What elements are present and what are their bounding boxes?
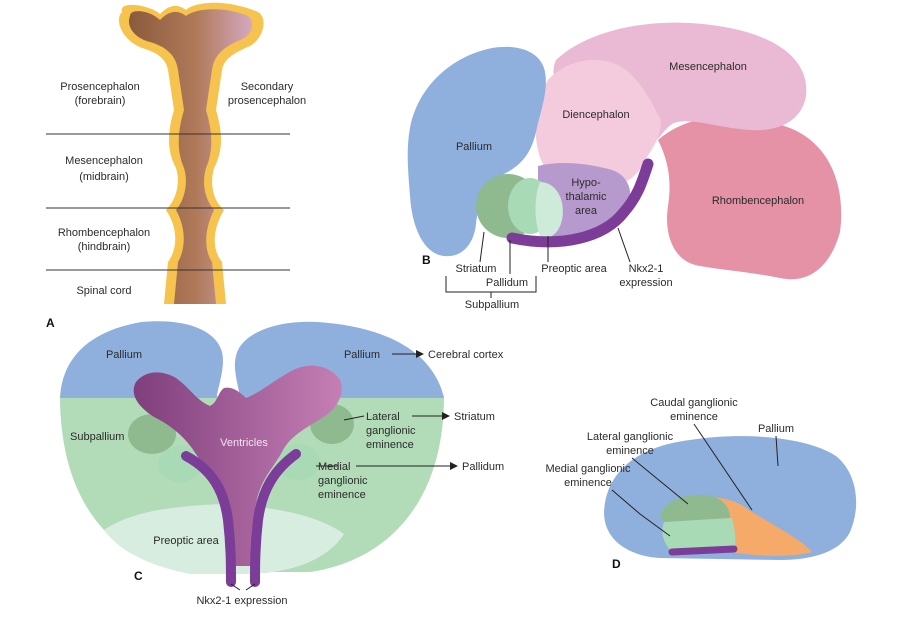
neural-tube-lumen: [128, 9, 253, 304]
label-forebrain: (forebrain): [75, 95, 126, 107]
arrow-cortex-head: [416, 350, 424, 358]
diencephalon-region: [535, 59, 661, 185]
label-rhombencephalon-b: Rhombencephalon: [712, 195, 804, 207]
label-striatum-b: Striatum: [456, 263, 497, 275]
label-caudal-ge-1: Caudal ganglionic: [650, 397, 738, 409]
label-pallium-c-right: Pallium: [344, 349, 380, 361]
nkx2-1-expression-b: [506, 158, 654, 248]
nkx2-1-expression-d: [668, 545, 738, 556]
panel-d: Caudal ganglionic eminence Lateral gangl…: [546, 397, 857, 571]
leader-nkx-b: [617, 227, 631, 263]
label-pallium-d: Pallium: [758, 423, 794, 435]
leader-pallium-d: [775, 435, 779, 467]
label-preoptic-c: Preoptic area: [153, 535, 219, 547]
label-nkx-b-2: expression: [619, 277, 672, 289]
label-hypo: Hypo-: [571, 177, 601, 189]
label-lateral-ge-3: eminence: [366, 439, 414, 451]
panel-label-d: D: [612, 557, 621, 571]
label-secondary: Secondary: [241, 81, 294, 93]
panel-label-a: A: [46, 316, 55, 330]
label-rhombencephalon-a: Rhombencephalon: [58, 227, 150, 239]
panel-c: Pallium Pallium Cerebral cortex Subpalli…: [60, 321, 504, 607]
label-striatum-c: Striatum: [454, 411, 495, 423]
panel-label-b: B: [422, 253, 431, 267]
arrow-pallidum-head: [450, 462, 458, 470]
label-preoptic-b: Preoptic area: [541, 263, 607, 275]
label-medial-ge-1: Medial: [318, 461, 350, 473]
label-medial-ge-d-2: eminence: [564, 477, 612, 489]
panel-label-c: C: [134, 569, 143, 583]
label-pallium-c-left: Pallium: [106, 349, 142, 361]
label-midbrain: (midbrain): [79, 171, 129, 183]
label-medial-ge-d-1: Medial ganglionic: [546, 463, 631, 475]
lateral-ganglionic-eminence-d: [660, 494, 730, 522]
label-spinal-cord: Spinal cord: [76, 285, 131, 297]
label-medial-ge-3: eminence: [318, 489, 366, 501]
label-nkx-b-1: Nkx2-1: [629, 263, 664, 275]
leader-striatum: [479, 231, 485, 263]
label-lateral-ge-d-1: Lateral ganglionic: [587, 431, 674, 443]
label-medial-ge-2: ganglionic: [318, 475, 368, 487]
label-cerebral-cortex: Cerebral cortex: [428, 349, 504, 361]
label-nkx-c: Nkx2-1 expression: [196, 595, 287, 607]
label-pallium-b: Pallium: [456, 141, 492, 153]
panel-a: Prosencephalon (forebrain) Secondary pro…: [46, 2, 306, 330]
label-lateral-ge-1: Lateral: [366, 411, 400, 423]
label-mesencephalon-b: Mesencephalon: [669, 61, 747, 73]
label-area: area: [575, 205, 598, 217]
label-pallidum-c: Pallidum: [462, 461, 504, 473]
label-thalamic: thalamic: [566, 191, 607, 203]
medial-ganglionic-eminence-d: [662, 518, 736, 552]
pallium-region: [407, 46, 546, 257]
label-prosencephalon: Prosencephalon: [60, 81, 140, 93]
leader-medial-ge-d: [611, 489, 671, 537]
label-pallidum-b: Pallidum: [486, 277, 528, 289]
leader-nkx-c-left: [230, 583, 241, 591]
label-subpallium-c: Subpallium: [70, 431, 124, 443]
label-ventricles: Ventricles: [220, 437, 268, 449]
leader-nkx-c-right: [245, 583, 256, 591]
leader-caudal-ge: [693, 423, 753, 511]
medial-ganglionic-eminence-right: [276, 444, 320, 480]
label-secondary-prosencephalon: prosencephalon: [228, 95, 306, 107]
preoptic-region-c: [104, 504, 344, 574]
rhombencephalon-region: [658, 116, 842, 280]
ventricles: [133, 365, 342, 566]
lateral-ganglionic-eminence-left: [128, 414, 176, 454]
panel-b: Pallium Diencephalon Mesencephalon Rhomb…: [407, 22, 842, 311]
label-subpallium-b: Subpallium: [465, 299, 519, 311]
nkx2-1-expression-c: [181, 449, 301, 587]
label-lateral-ge-d-2: eminence: [606, 445, 654, 457]
arrow-striatum-head: [442, 412, 450, 420]
label-mesencephalon-a: Mesencephalon: [65, 155, 143, 167]
preoptic-region: [535, 182, 563, 238]
pallium-region-c: [60, 321, 444, 409]
label-caudal-ge-2: eminence: [670, 411, 718, 423]
leader-lateral-ge: [343, 415, 365, 421]
label-hindbrain: (hindbrain): [78, 241, 131, 253]
leader-lateral-ge-d: [631, 457, 689, 505]
label-lateral-ge-2: ganglionic: [366, 425, 416, 437]
label-diencephalon: Diencephalon: [562, 109, 629, 121]
